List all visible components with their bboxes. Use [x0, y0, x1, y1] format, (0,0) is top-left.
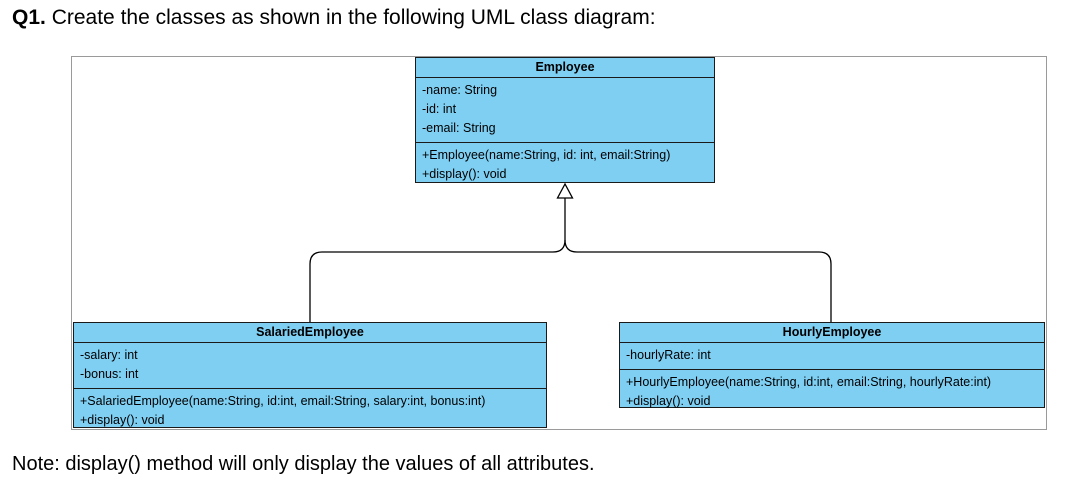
class-name: Employee — [416, 58, 714, 78]
question-heading: Q1. Create the classes as shown in the f… — [12, 6, 656, 30]
class-box-hourly-employee: HourlyEmployee -hourlyRate: int +HourlyE… — [619, 322, 1045, 408]
method: +Employee(name:String, id: int, email:St… — [422, 148, 671, 162]
inheritance-line-salaried — [309, 198, 566, 322]
attribute: -bonus: int — [80, 367, 139, 381]
attribute: -email: String — [422, 121, 496, 135]
methods-section: +HourlyEmployee(name:String, id:int, ema… — [620, 370, 1044, 415]
method: +HourlyEmployee(name:String, id:int, ema… — [626, 375, 992, 389]
attributes-section: -hourlyRate: int — [620, 343, 1044, 370]
attribute: -hourlyRate: int — [626, 348, 711, 362]
attribute: -id: int — [422, 102, 457, 116]
method: +SalariedEmployee(name:String, id:int, e… — [80, 394, 486, 408]
class-box-salaried-employee: SalariedEmployee -salary: int -bonus: in… — [73, 322, 547, 428]
method: +display(): void — [422, 167, 507, 181]
methods-section: +SalariedEmployee(name:String, id:int, e… — [74, 389, 546, 434]
attribute: -salary: int — [80, 348, 138, 362]
note-text: Note: display() method will only display… — [12, 453, 595, 475]
methods-section: +Employee(name:String, id: int, email:St… — [416, 143, 714, 188]
generalization-arrow-icon — [556, 182, 574, 199]
method: +display(): void — [626, 394, 711, 408]
class-name: HourlyEmployee — [620, 323, 1044, 343]
inheritance-line-hourly — [564, 239, 832, 322]
attributes-section: -salary: int -bonus: int — [74, 343, 546, 389]
attributes-section: -name: String -id: int -email: String — [416, 78, 714, 143]
method: +display(): void — [80, 413, 165, 427]
attribute: -name: String — [422, 83, 498, 97]
class-box-employee: Employee -name: String -id: int -email: … — [415, 57, 715, 183]
diagram-frame — [71, 56, 1047, 430]
class-name: SalariedEmployee — [74, 323, 546, 343]
question-number: Q1. — [12, 6, 46, 29]
question-text: Create the classes as shown in the follo… — [51, 6, 656, 29]
